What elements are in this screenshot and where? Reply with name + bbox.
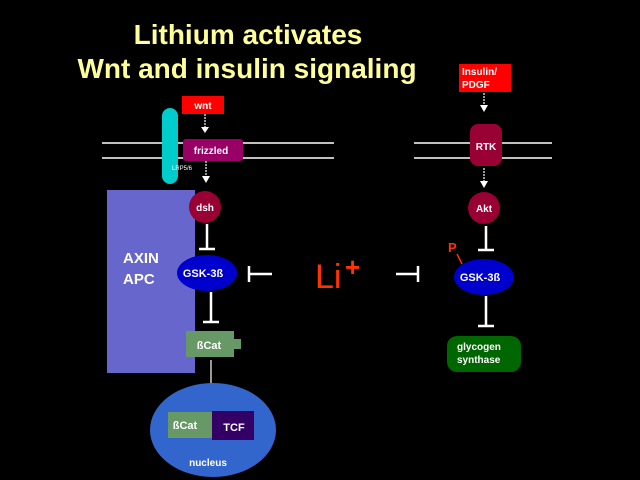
lrp-label: LRP5/6 (172, 166, 193, 172)
axin-apc-complex (107, 190, 195, 373)
phospho-label: P (448, 240, 457, 255)
frizzled-receptor (183, 139, 243, 161)
lithium-inhibits-right-gsk (396, 266, 420, 282)
nucleus-bcat-label: ßCat (173, 420, 198, 432)
dsh-inhibits-gsk (199, 224, 215, 251)
bcat-node-tab (234, 339, 241, 349)
gsk3b-node-left (177, 255, 237, 291)
lithium-inhibits-left-gsk (247, 266, 272, 282)
tcf-label: TCF (223, 422, 245, 434)
wnt-to-frizzled-arrow (201, 114, 209, 133)
tcf-node (212, 411, 254, 440)
axin-label: AXIN (123, 250, 159, 267)
pdgf-label: PDGF (462, 80, 490, 91)
gsk3b-label-left: GSK-3ß (183, 268, 224, 280)
rtk-receptor (470, 124, 502, 166)
gsk-inhibits-glycogen-synthase (478, 296, 494, 328)
insulin-to-rtk-arrow (480, 93, 488, 112)
nucleus-label: nucleus (189, 458, 227, 469)
title-line-2: Wnt and insulin signaling (77, 53, 416, 84)
glycogen-label: glycogen (457, 342, 501, 353)
insulin-pdgf-ligand (459, 64, 511, 92)
lrp-coreceptor (162, 108, 178, 184)
akt-inhibits-gsk (478, 226, 494, 252)
dsh-node (189, 191, 221, 223)
gsk3b-node-right (454, 259, 514, 295)
rtk-label: RTK (476, 142, 497, 153)
wnt-label: wnt (193, 101, 212, 112)
rtk-to-akt-arrow (480, 168, 488, 188)
synthase-label: synthase (457, 355, 501, 366)
bcat-node (186, 331, 234, 357)
bcat-label: ßCat (197, 340, 222, 352)
gsk-inhibits-bcat (203, 292, 219, 324)
gsk3b-label-right: GSK-3ß (460, 272, 501, 284)
glycogen-synthase-node (447, 336, 521, 372)
lithium-charge: + (345, 252, 360, 282)
frizzled-to-dsh-arrow (202, 161, 210, 183)
apc-label: APC (123, 271, 155, 288)
wnt-ligand (182, 96, 224, 114)
lithium-symbol: Li (315, 258, 341, 296)
dsh-label: dsh (196, 203, 214, 214)
title-line-1: Lithium activates (134, 19, 363, 50)
phospho-bond (456, 253, 463, 265)
akt-node (468, 192, 500, 224)
frizzled-label: frizzled (194, 146, 228, 157)
nucleus-bcat-node (168, 412, 212, 438)
insulin-label: Insulin/ (462, 67, 497, 78)
akt-label: Akt (476, 204, 493, 215)
